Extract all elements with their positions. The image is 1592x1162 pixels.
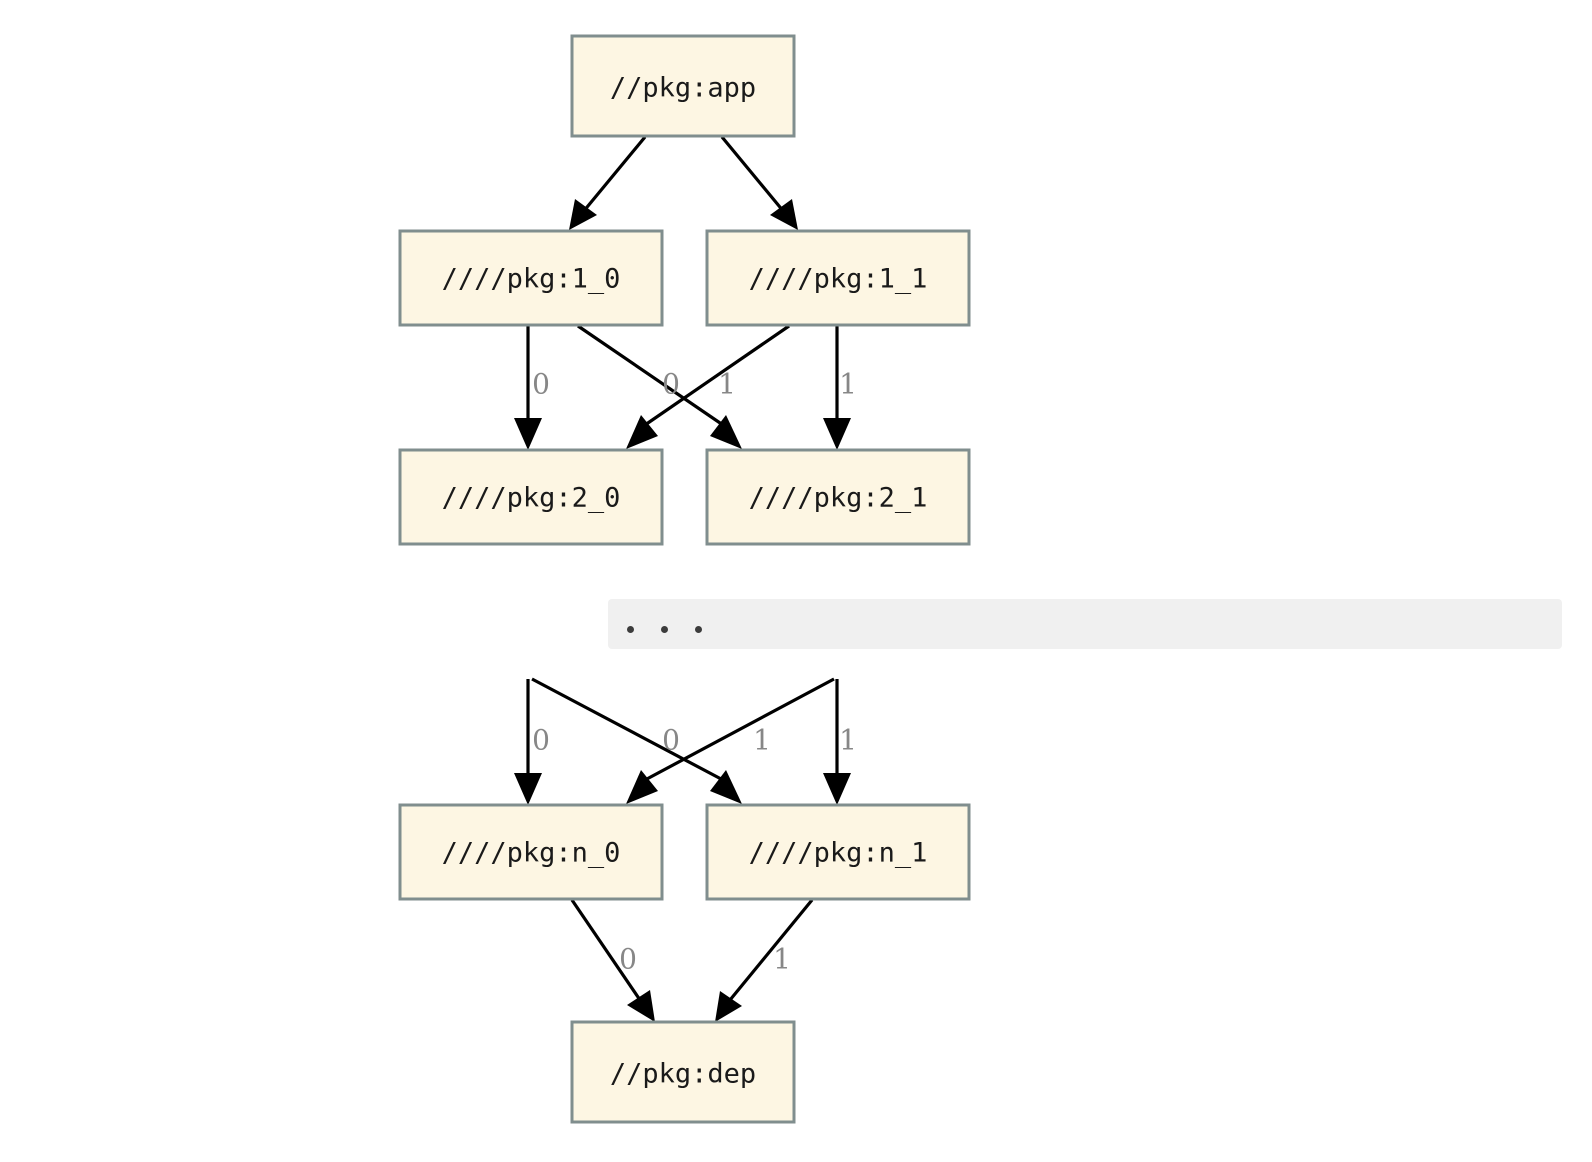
ellipsis-dot (695, 626, 702, 633)
node-label-pkg-2_1: ////pkg:2_1 (749, 483, 928, 514)
edge-elided-alt-to-n_1: 1 (823, 679, 857, 805)
edge-n_0-to-dep: 0 (570, 899, 655, 1022)
edge-app-to-1_1 (720, 135, 798, 230)
edge-label-dep-left: 0 (619, 943, 637, 976)
node-pkg-dep[interactable]: //pkg:dep (570, 1020, 796, 1124)
node-label-pkg-n_1: ////pkg:n_1 (749, 838, 928, 869)
edge-label-low-right-inner: 1 (753, 724, 771, 757)
ellipsis-icon (627, 626, 702, 633)
edge-n_1-to-dep: 1 (715, 898, 814, 1022)
node-label-pkg-n_0: ////pkg:n_0 (442, 838, 621, 869)
node-pkg-2_0[interactable]: ////pkg:2_0 (398, 448, 664, 546)
edge-elided-to-n_1: 0 (531, 677, 742, 804)
node-label-pkg-1_0: ////pkg:1_0 (442, 264, 621, 295)
ellipsis-dot (627, 626, 634, 633)
ellipsis-dot (661, 626, 668, 633)
node-pkg-app[interactable]: //pkg:app (570, 34, 796, 138)
node-pkg-n_1[interactable]: ////pkg:n_1 (705, 803, 971, 901)
node-pkg-n_0[interactable]: ////pkg:n_0 (398, 803, 664, 901)
node-pkg-1_1[interactable]: ////pkg:1_1 (705, 229, 971, 327)
node-label-pkg-app: //pkg:app (610, 73, 756, 104)
edge-elided-to-n_0: 0 (514, 679, 550, 805)
node-label-pkg-1_1: ////pkg:1_1 (749, 264, 928, 295)
edge-1_1-to-2_1: 1 (823, 326, 857, 450)
truncation-band (608, 599, 1562, 649)
edge-label-low-left-inner: 0 (662, 724, 680, 757)
node-label-pkg-dep: //pkg:dep (610, 1059, 756, 1090)
edge-label-low-right-outer: 1 (839, 724, 857, 757)
edge-label-dep-right: 1 (773, 943, 791, 976)
edge-app-to-1_0 (569, 135, 647, 230)
edge-label-mid-right-inner: 1 (718, 368, 736, 401)
edge-elided-alt-to-n_0: 1 (626, 677, 835, 804)
edge-label-mid-right-outer: 1 (839, 368, 857, 401)
node-pkg-2_1[interactable]: ////pkg:2_1 (705, 448, 971, 546)
edge-label-mid-left-outer: 0 (532, 368, 550, 401)
node-label-pkg-2_0: ////pkg:2_0 (442, 483, 621, 514)
edge-1_0-to-2_1: 0 (577, 324, 742, 449)
edge-label-low-left-outer: 0 (532, 724, 550, 757)
edge-1_1-to-2_0: 1 (626, 324, 790, 449)
edge-1_0-to-2_0: 0 (514, 326, 550, 450)
node-pkg-1_0[interactable]: ////pkg:1_0 (398, 229, 664, 327)
edge-label-mid-left-inner: 0 (662, 368, 680, 401)
